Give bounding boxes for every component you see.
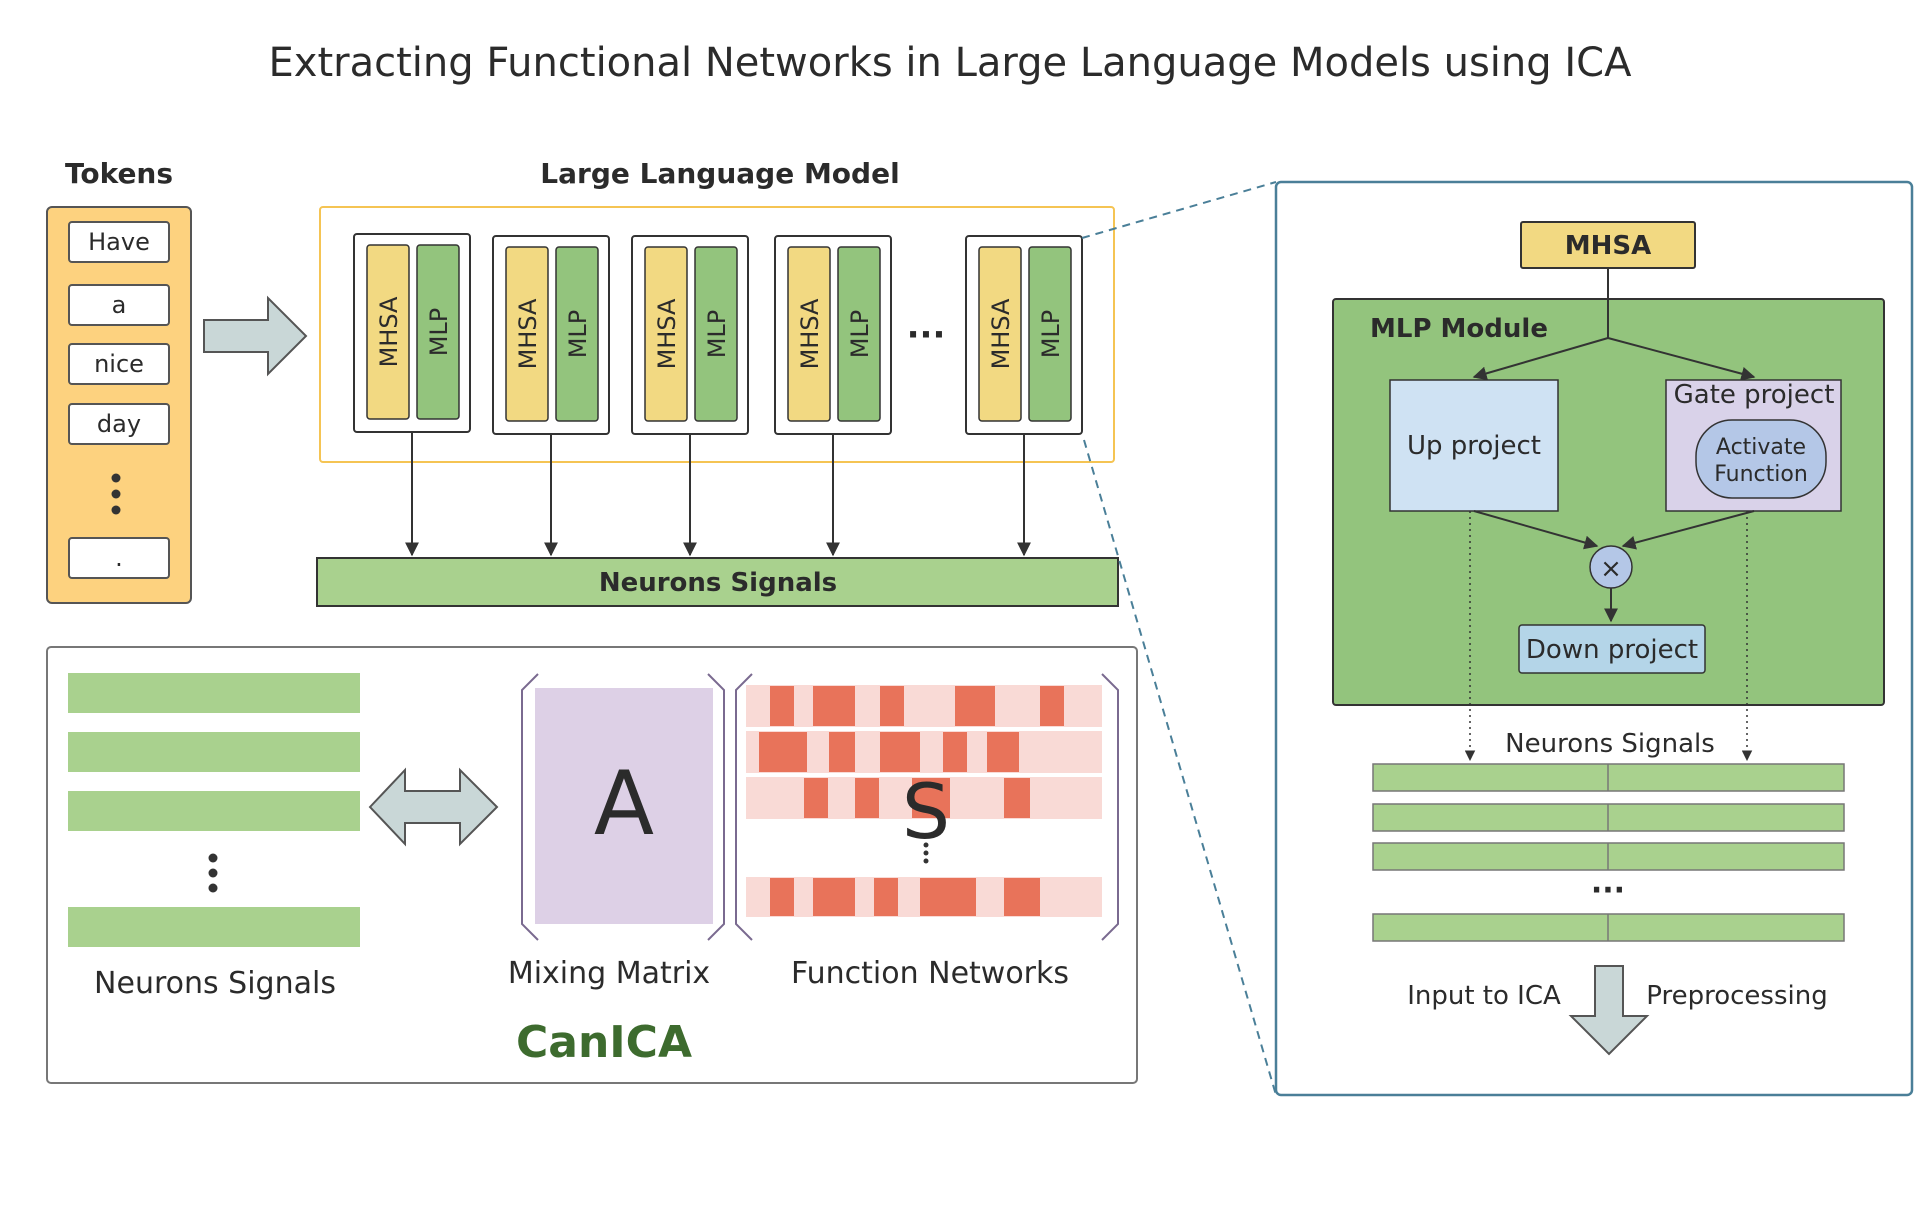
svg-text:MHSA: MHSA xyxy=(653,298,681,369)
transformer-layer: MHSA MLP xyxy=(631,235,749,435)
svg-text:.: . xyxy=(115,544,123,572)
svg-text:MLP: MLP xyxy=(425,308,453,357)
function-networks-label: Function Networks xyxy=(791,956,1069,991)
svg-text:MLP: MLP xyxy=(703,310,731,359)
transformer-layer: MHSA MLP xyxy=(774,235,892,435)
svg-text:MLP: MLP xyxy=(846,310,874,359)
neurons-signals-bar xyxy=(316,557,1119,607)
down-project-label: Down project xyxy=(1526,635,1698,665)
up-project-box xyxy=(1389,379,1559,512)
token-ellipsis-icon xyxy=(111,473,121,515)
source-left-bracket xyxy=(735,673,753,941)
signal-rows xyxy=(68,673,360,947)
canica-name: CanICA xyxy=(516,1017,692,1068)
multiply-icon xyxy=(1589,545,1633,589)
svg-text:nice: nice xyxy=(94,350,144,378)
token-box: a xyxy=(68,284,170,326)
svg-text:MHSA: MHSA xyxy=(987,298,1015,369)
svg-text:a: a xyxy=(112,291,127,319)
transformer-layer: MHSA MLP xyxy=(353,233,471,433)
preprocessing-label: Preprocessing xyxy=(1646,981,1827,1011)
up-project-label: Up project xyxy=(1407,431,1541,461)
svg-text:MHSA: MHSA xyxy=(796,298,824,369)
token-box: day xyxy=(68,403,170,445)
transformer-layer: MHSA MLP xyxy=(965,235,1083,435)
activate-function-line2: Function xyxy=(1714,462,1808,487)
mixing-matrix-label: Mixing Matrix xyxy=(508,956,710,991)
canica-signals-label: Neurons Signals xyxy=(94,966,336,1001)
page-title: Extracting Functional Networks in Large … xyxy=(269,40,1633,86)
multiply-symbol: × xyxy=(1600,554,1622,584)
transformer-layer: MHSA MLP xyxy=(492,235,610,435)
down-project-box xyxy=(1518,624,1706,674)
svg-text:Have: Have xyxy=(88,228,150,256)
detail-signals-label: Neurons Signals xyxy=(1505,729,1715,759)
token-box: . xyxy=(68,537,170,579)
right-arrow-icon xyxy=(203,295,308,377)
double-arrow-icon xyxy=(368,767,499,847)
source-active-cells xyxy=(759,686,1064,916)
source-right-bracket xyxy=(1101,673,1119,941)
detail-mhsa-label: MHSA xyxy=(1565,231,1651,261)
zoom-line-bottom xyxy=(1083,439,1277,1096)
mlp-module-label: MLP Module xyxy=(1370,314,1548,344)
mixing-letter: A xyxy=(594,752,654,855)
down-arrow-icon xyxy=(1568,965,1650,1056)
token-box: nice xyxy=(68,343,170,385)
svg-text:MLP: MLP xyxy=(1037,310,1065,359)
gate-project-label: Gate project xyxy=(1674,380,1835,410)
svg-text:MHSA: MHSA xyxy=(514,298,542,369)
project-to-multiply-arrows xyxy=(1473,510,1755,623)
mixing-matrix xyxy=(535,688,713,924)
activate-function-box xyxy=(1695,419,1827,499)
llm-frame xyxy=(319,206,1115,463)
source-rows-ellipsis-icon xyxy=(923,842,929,864)
llm-heading: Large Language Model xyxy=(540,157,899,190)
activate-function-line1: Activate xyxy=(1716,435,1806,460)
input-to-ica-label: Input to ICA xyxy=(1407,981,1561,1011)
tokens-heading: Tokens xyxy=(65,157,173,190)
mixing-right-bracket xyxy=(707,673,725,941)
mixing-left-bracket xyxy=(521,673,539,941)
mhsa-to-mlp-arrows xyxy=(1472,268,1756,381)
svg-text:day: day xyxy=(97,410,141,438)
layer-to-signals-arrows xyxy=(405,432,1031,557)
source-letter: S xyxy=(902,767,950,856)
svg-text:MLP: MLP xyxy=(564,310,592,359)
neurons-signals-label: Neurons Signals xyxy=(599,568,837,598)
signal-rows-ellipsis-icon xyxy=(208,853,218,893)
layers-ellipsis: ··· xyxy=(907,315,946,355)
token-box: Have xyxy=(68,221,170,263)
detail-signals-ellipsis: ··· xyxy=(1591,873,1625,908)
svg-text:MHSA: MHSA xyxy=(375,296,403,367)
zoom-line-top xyxy=(1081,181,1277,239)
